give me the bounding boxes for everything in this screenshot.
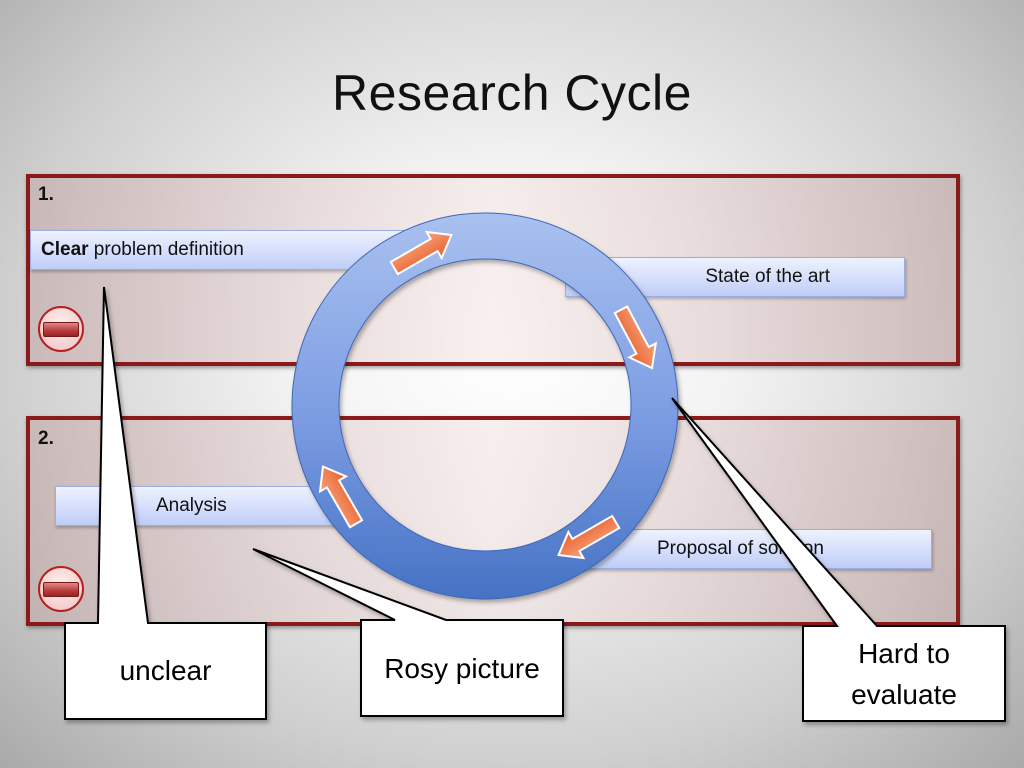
panel-2-number: 2.	[38, 428, 54, 449]
rosy-picture-text: Rosy picture	[384, 653, 540, 684]
problem-definition-bold: Clear	[41, 239, 89, 260]
rosy-picture-callout	[252, 548, 564, 717]
hard-to-evaluate-text: Hard to evaluate	[803, 633, 1005, 715]
minus-icon	[43, 321, 79, 337]
slide-title: Research Cycle	[332, 65, 692, 121]
hard-to-evaluate-line-1: Hard to	[858, 638, 950, 669]
arrow-icon	[613, 305, 658, 370]
arrow-icon	[389, 230, 453, 276]
hard-to-evaluate-line-2: evaluate	[851, 679, 957, 710]
cycle-ring	[291, 212, 679, 600]
state-of-art-label: State of the art	[705, 266, 830, 287]
minus-button-2[interactable]	[38, 566, 84, 612]
hard-to-evaluate-callout	[671, 397, 1006, 722]
panel-1-number: 1.	[38, 184, 54, 205]
arrow-icon	[318, 465, 364, 529]
minus-button-1[interactable]	[38, 306, 84, 352]
unclear-text: unclear	[119, 655, 212, 686]
analysis-label: Analysis	[156, 495, 227, 516]
minus-icon	[43, 581, 79, 597]
problem-definition-label: problem definition	[88, 239, 244, 260]
arrow-icon	[557, 514, 621, 560]
unclear-callout	[64, 286, 267, 720]
